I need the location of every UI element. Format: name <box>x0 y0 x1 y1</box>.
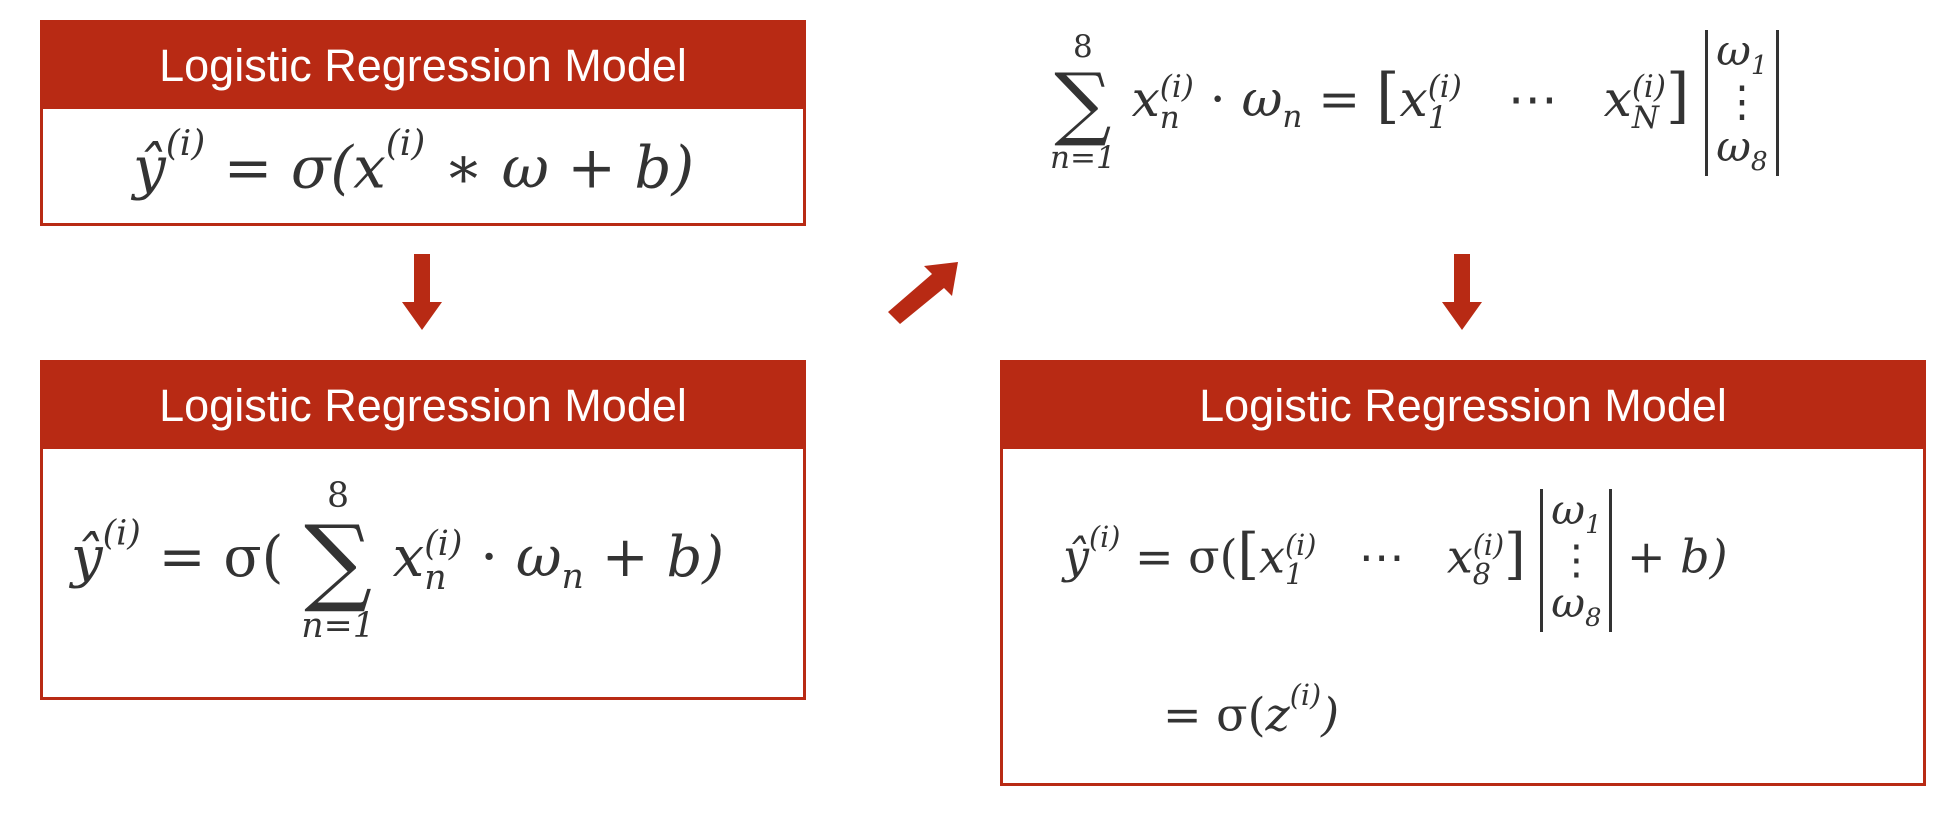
summation-equation: ŷ(i) = σ( 8 ∑ n=1 x(i)n · ωn + b) <box>71 476 725 646</box>
box-header: Logistic Regression Model <box>1003 363 1923 449</box>
summation-symbol: 8 ∑ n=1 <box>301 476 375 646</box>
arrow-up-right-icon <box>888 262 958 324</box>
summation-symbol: 8 ∑ n=1 <box>1050 29 1116 177</box>
bottom-left-model-box: Logistic Regression Model ŷ(i) = σ( 8 ∑ … <box>40 360 806 700</box>
box-header: Logistic Regression Model <box>43 23 803 109</box>
arrow-down-icon <box>1442 254 1482 330</box>
box-header: Logistic Regression Model <box>43 363 803 449</box>
arrow-down-icon <box>402 254 442 330</box>
matrix-expansion-equation: 8 ∑ n=1 x(i)n · ωn = [x(i)1 ⋯ x(i)N] ω1 … <box>1050 29 1779 177</box>
top-left-model-box: Logistic Regression Model ŷ(i) = σ(x(i) … <box>40 20 806 226</box>
z-equation: = σ(z(i)) <box>1163 679 1340 742</box>
matrix-sigmoid-equation: ŷ(i) = σ([x(i)1 ⋯ x(i)8] ω1 ⋮ ω8 + b) <box>1063 486 1728 634</box>
bottom-right-model-box: Logistic Regression Model ŷ(i) = σ([x(i)… <box>1000 360 1926 786</box>
sigmoid-equation: ŷ(i) = σ(x(i) ∗ ω + b) <box>133 123 695 202</box>
